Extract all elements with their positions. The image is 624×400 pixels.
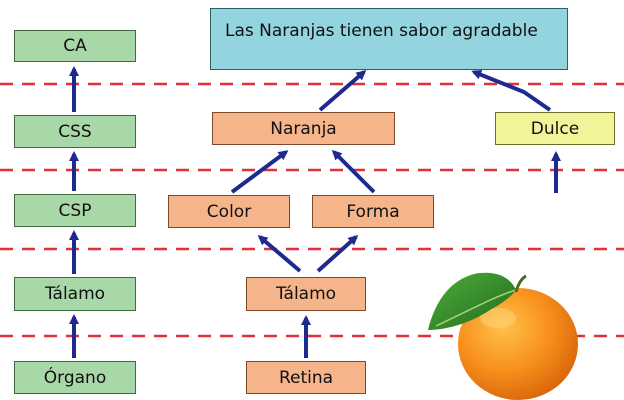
box-color: Color xyxy=(168,195,290,228)
box-csp: CSP xyxy=(14,194,136,227)
box-ca: CA xyxy=(14,30,136,62)
box-top-statement: Las Naranjas tienen sabor agradable xyxy=(210,8,568,70)
box-retina: Retina xyxy=(246,361,366,394)
box-talamo-left: Tálamo xyxy=(14,277,136,311)
box-talamo-right: Tálamo xyxy=(246,277,366,311)
arrow xyxy=(316,234,359,273)
arrow xyxy=(331,149,376,194)
arrow xyxy=(471,69,552,112)
arrow xyxy=(230,150,289,194)
box-forma: Forma xyxy=(312,195,434,228)
box-css: CSS xyxy=(14,115,136,148)
box-organo: Órgano xyxy=(14,361,136,394)
box-dulce: Dulce xyxy=(495,112,615,145)
arrow xyxy=(318,70,367,112)
arrow xyxy=(257,235,302,273)
box-naranja: Naranja xyxy=(212,112,395,145)
orange-fruit-icon xyxy=(428,272,578,400)
